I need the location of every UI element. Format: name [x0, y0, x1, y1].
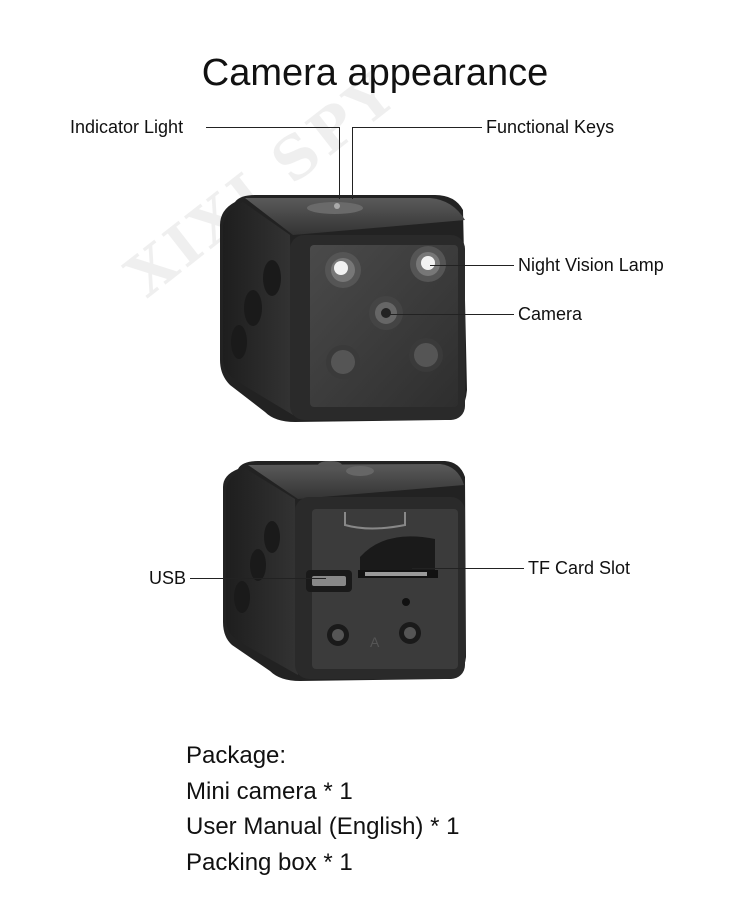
page-title: Camera appearance [201, 52, 549, 94]
leader-usb [190, 578, 326, 579]
package-list: Package: Mini camera * 1 User Manual (En… [186, 738, 459, 880]
package-heading: Package: [186, 742, 287, 769]
label-camera: Camera [518, 304, 583, 324]
leader-camera [386, 314, 514, 315]
leader-keys-v [352, 127, 353, 199]
leader-night-vision [430, 265, 514, 266]
leader-indicator-h [206, 127, 340, 128]
leader-indicator-v [339, 127, 340, 199]
camera-front-view [220, 195, 467, 422]
camera-back-view: A [223, 461, 466, 681]
label-indicator-light: Indicator Light [70, 117, 184, 137]
label-usb: USB [149, 568, 187, 588]
label-functional-keys: Functional Keys [486, 117, 615, 137]
svg-text:A: A [370, 634, 380, 650]
package-item: Mini camera * 1 [186, 777, 353, 805]
label-tf-card-slot: TF Card Slot [528, 558, 631, 578]
label-night-vision-lamp: Night Vision Lamp [518, 255, 664, 275]
package-item: User Manual (English) * 1 [186, 813, 460, 840]
package-item: Packing box * 1 [186, 848, 353, 876]
leader-keys-h [352, 127, 482, 128]
leader-tf-card [412, 568, 524, 569]
